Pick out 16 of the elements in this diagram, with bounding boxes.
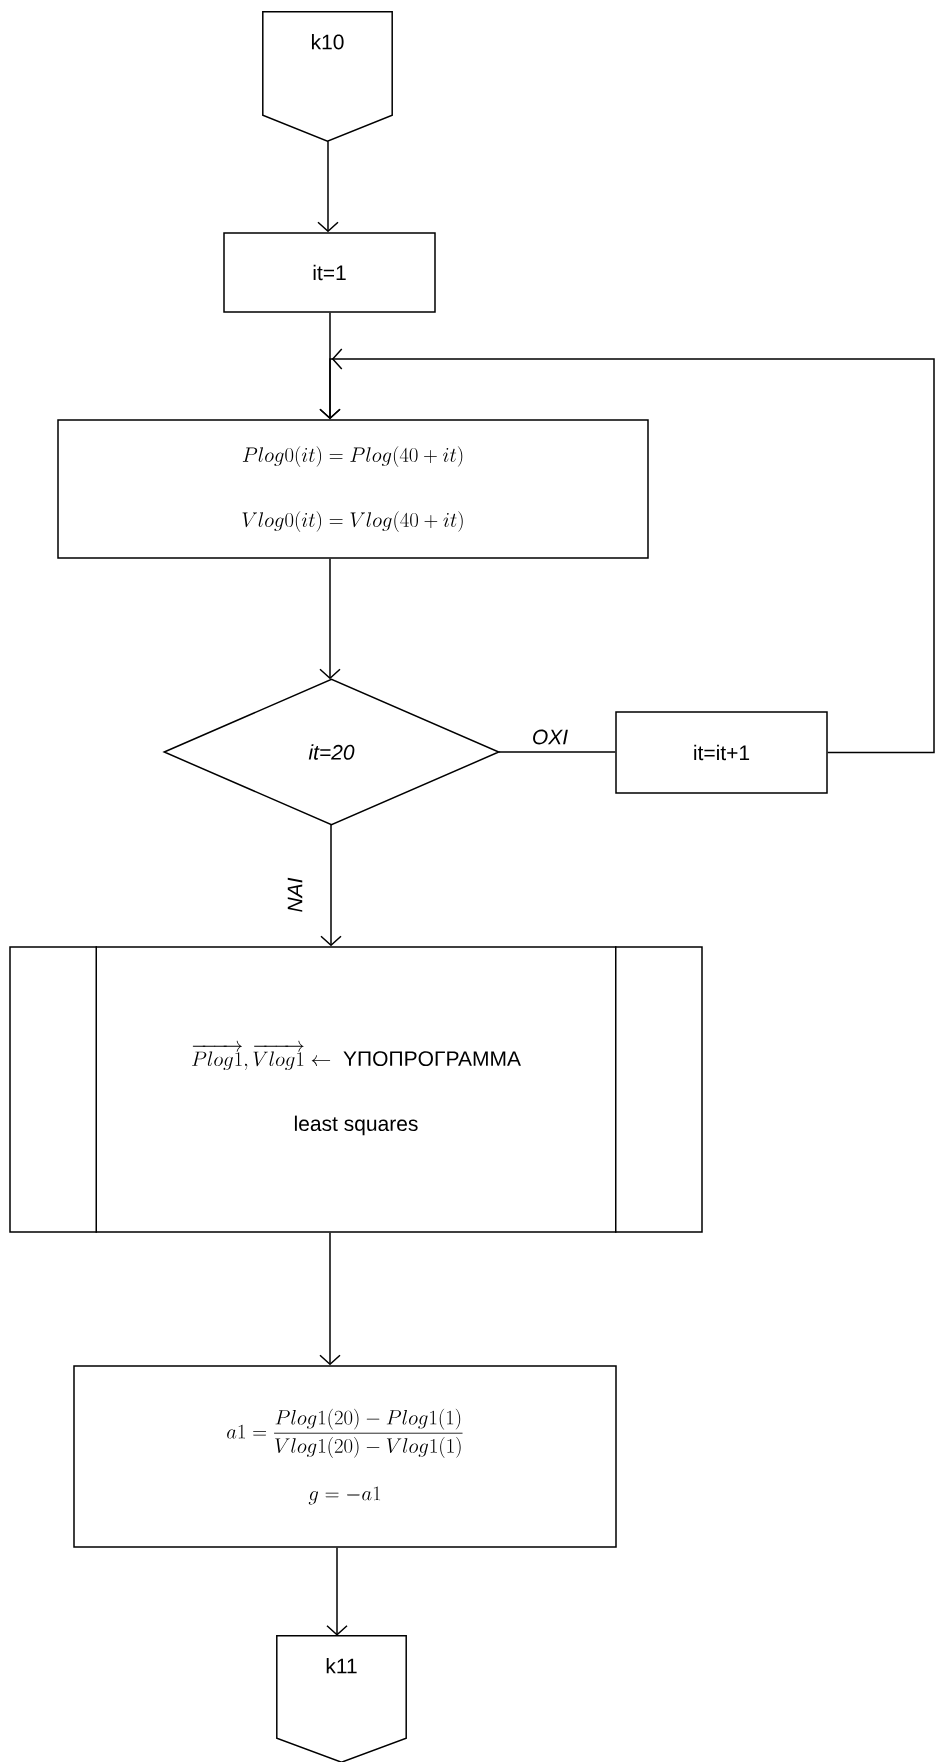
process-box: $Plog0(it) = Plog(40 + it)$ $Vlog0(it) = Vlog(40 + it)$ <box>57 419 649 559</box>
connector-line <box>498 751 616 753</box>
arrow <box>320 824 342 947</box>
arrow <box>319 1232 341 1366</box>
edge-label: ΝΑΙ <box>287 877 303 912</box>
arrow <box>319 558 341 680</box>
offpage-connector: k10 <box>262 11 393 142</box>
process-box: it=1 <box>223 232 436 313</box>
arrow <box>319 348 935 754</box>
process-box: $a1 = \frac{Plog1(20) - Plog1(1)}{Vlog1(20) - Vlog1(1)}$ $g = -a1$ <box>73 1365 617 1548</box>
process-box: it=it+1 <box>615 711 828 794</box>
offpage-connector: k11 <box>276 1635 407 1762</box>
edge-label: ΟΧΙ <box>533 729 568 745</box>
arrow <box>317 140 339 233</box>
arrow <box>326 1547 348 1636</box>
subroutine-box: $\overrightarrow{Plog1},\overrightarrow{Vlog1} \leftarrow \text{ ΥΠΟΠΡΟΓΡΑΜΜΑ}$ least squares <box>9 945 703 1234</box>
